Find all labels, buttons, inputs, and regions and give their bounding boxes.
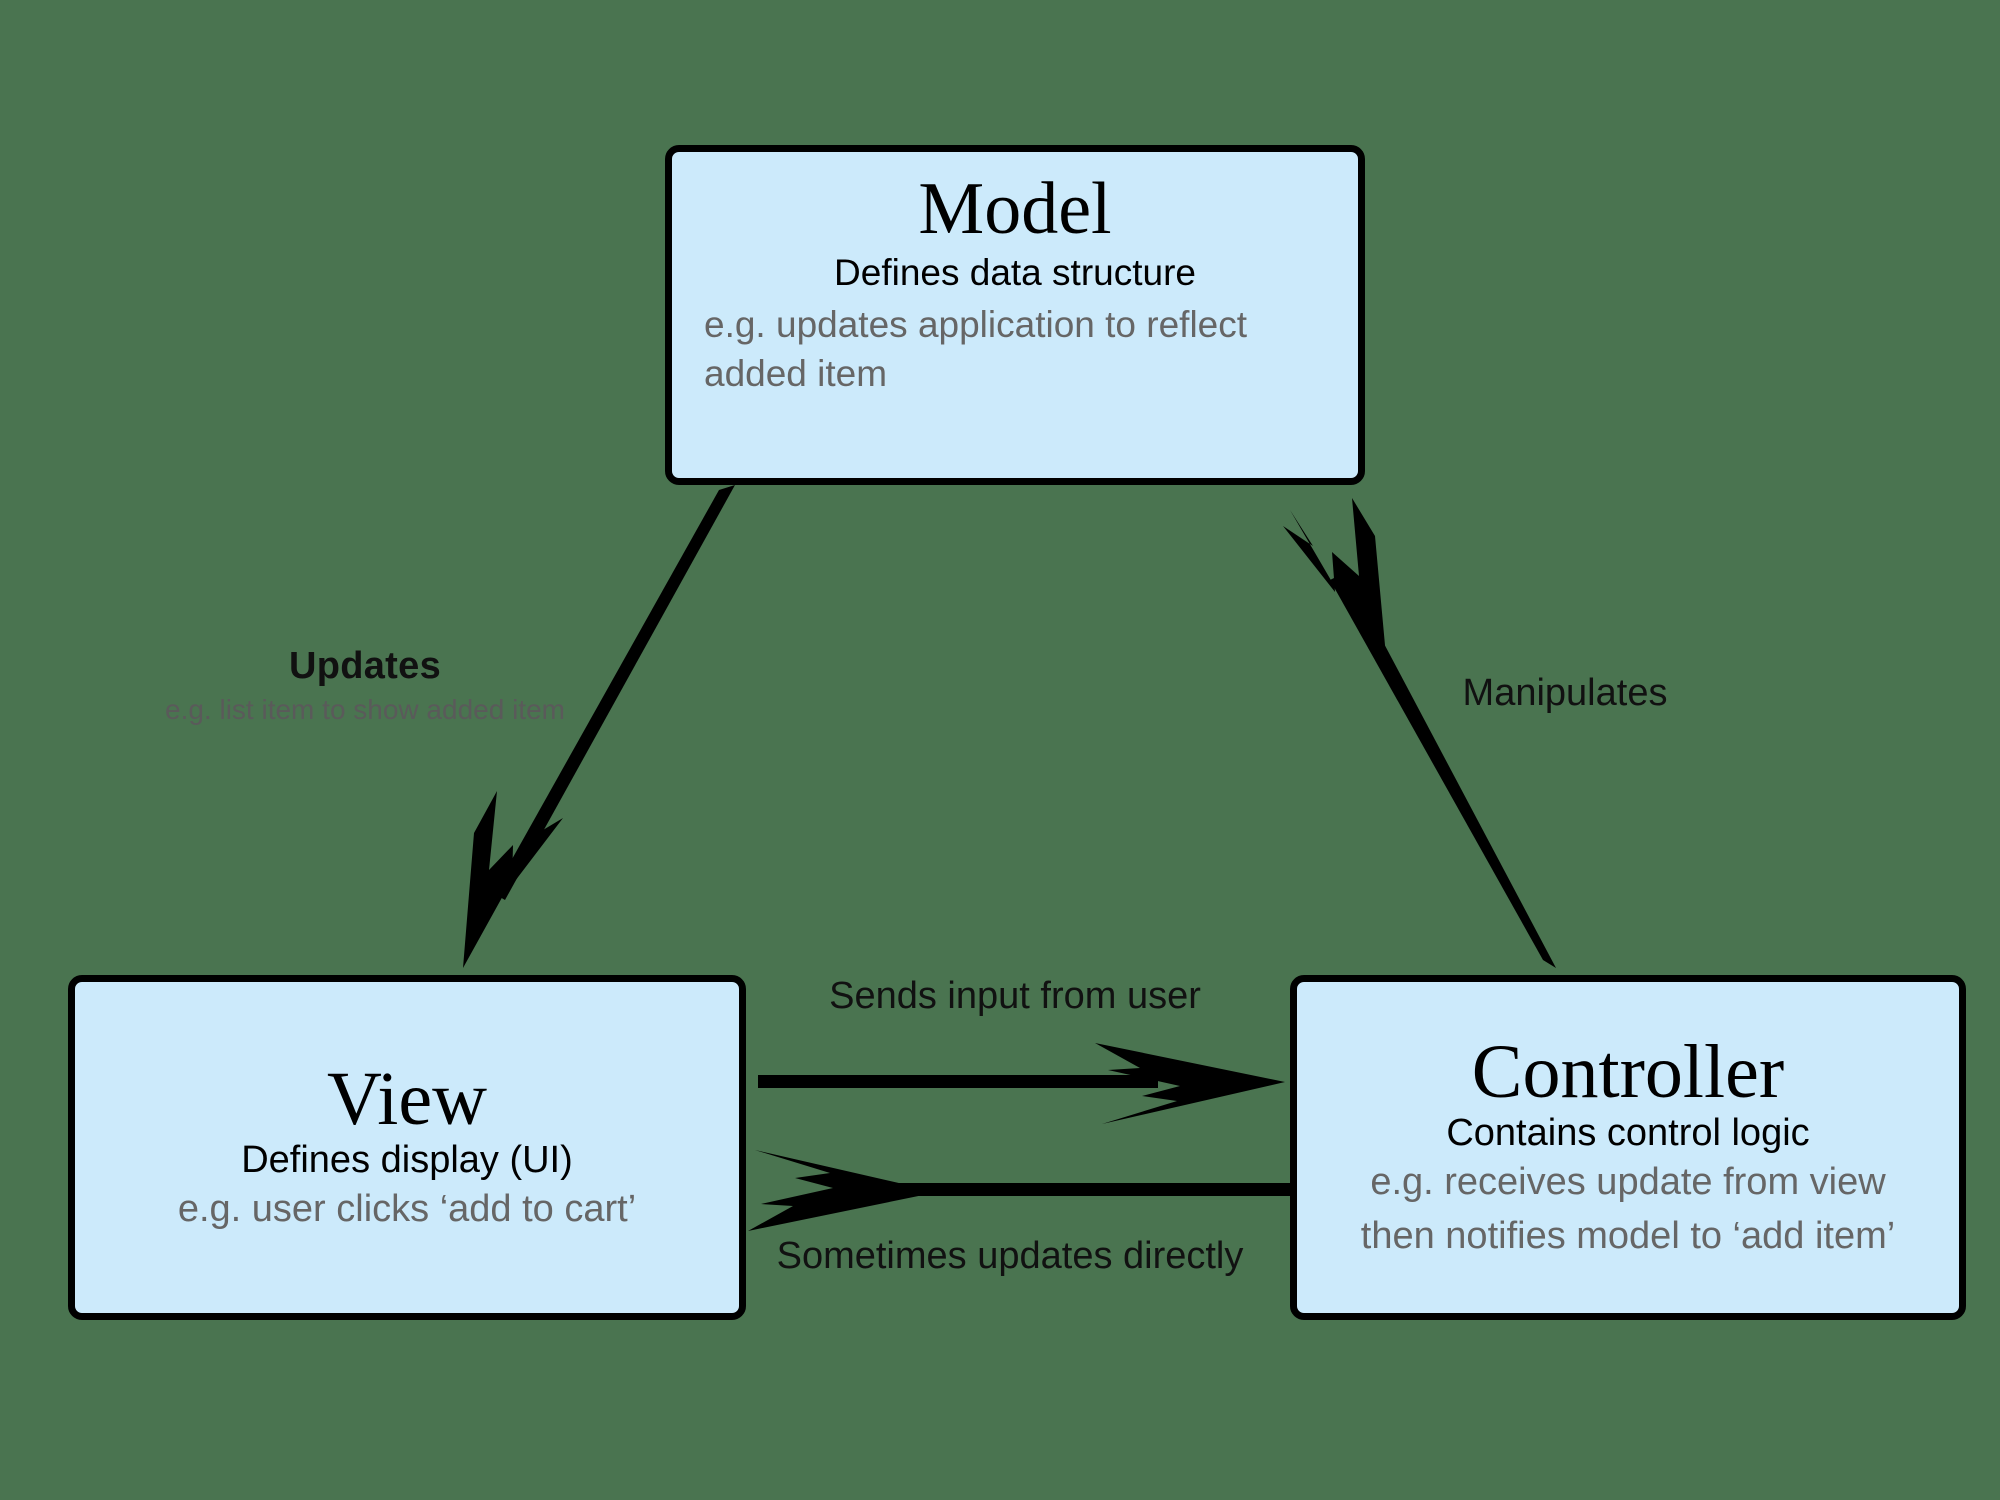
- edge-label-manipulates-text: Manipulates: [1462, 672, 1668, 714]
- arrow-controller-to-model: [1283, 498, 1556, 968]
- node-model-title: Model: [918, 168, 1112, 250]
- node-view-example: e.g. user clicks ‘add to cart’: [177, 1188, 637, 1231]
- arrow-view-to-controller: [758, 1043, 1285, 1124]
- node-controller-example-line2: then notifies model to ‘add item’: [1360, 1214, 1896, 1257]
- arrow-controller-to-view: [748, 1150, 1290, 1231]
- node-model-example: e.g. updates application to reflect adde…: [704, 304, 1248, 394]
- node-model-subtitle: Defines data structure: [834, 252, 1196, 293]
- node-model[interactable]: Model Defines data structure e.g. update…: [665, 145, 1365, 485]
- node-controller-subtitle: Contains control logic: [1446, 1111, 1810, 1154]
- edge-label-view-to-controller: Sends input from user: [790, 975, 1240, 1018]
- edge-label-updates-text: Updates: [288, 645, 442, 687]
- edge-label-controller-to-view: Sometimes updates directly: [760, 1235, 1260, 1278]
- arrow-model-to-view: [463, 485, 735, 968]
- node-view-subtitle: Defines display (UI): [241, 1138, 573, 1181]
- node-controller[interactable]: Controller Contains control logic e.g. r…: [1290, 975, 1966, 1320]
- node-view-title: View: [326, 1056, 488, 1141]
- edge-label-controller-to-model: Manipulates: [1415, 672, 1715, 715]
- edge-label-updates-example: e.g. list item to show added item: [165, 694, 565, 725]
- node-controller-title: Controller: [1471, 1029, 1785, 1114]
- node-view[interactable]: View Defines display (UI) e.g. user clic…: [68, 975, 746, 1320]
- edge-label-model-to-view: Updates e.g. list item to show added ite…: [150, 645, 580, 726]
- node-controller-example-line1: e.g. receives update from view: [1370, 1161, 1886, 1204]
- edge-label-sends-input-text: Sends input from user: [829, 975, 1201, 1017]
- edge-label-sometimes-updates-text: Sometimes updates directly: [776, 1235, 1244, 1277]
